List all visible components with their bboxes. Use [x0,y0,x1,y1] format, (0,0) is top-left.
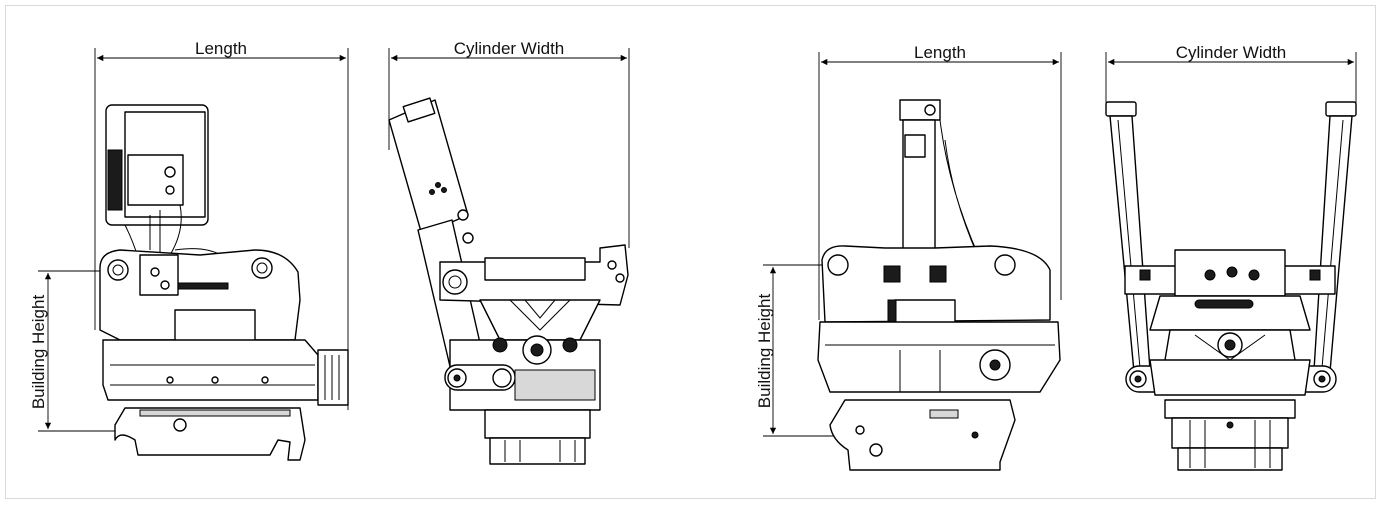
length-label-2: Length [914,43,966,62]
view2-side-drawing: Length Building Height [755,43,1062,471]
view1-front-drawing: Cylinder Width [388,39,630,465]
view1-side-drawing: Length Building Height [29,39,349,461]
cylinder-width-dimension-1: Cylinder Width [388,39,630,248]
view2-front-drawing: Cylinder Width [1105,43,1357,471]
length-dimension-2: Length [818,43,1062,320]
building-height-dimension-2: Building Height [755,264,835,437]
building-height-label-2: Building Height [755,294,774,409]
building-height-label-1: Building Height [29,295,48,410]
building-height-dimension-1: Building Height [29,270,120,432]
cylinder-width-label-2: Cylinder Width [1176,43,1287,62]
diagram-frame [5,5,1376,499]
cylinder-width-label-1: Cylinder Width [454,39,565,58]
length-label-1: Length [195,39,247,58]
cylinder-width-dimension-2: Cylinder Width [1105,43,1357,110]
